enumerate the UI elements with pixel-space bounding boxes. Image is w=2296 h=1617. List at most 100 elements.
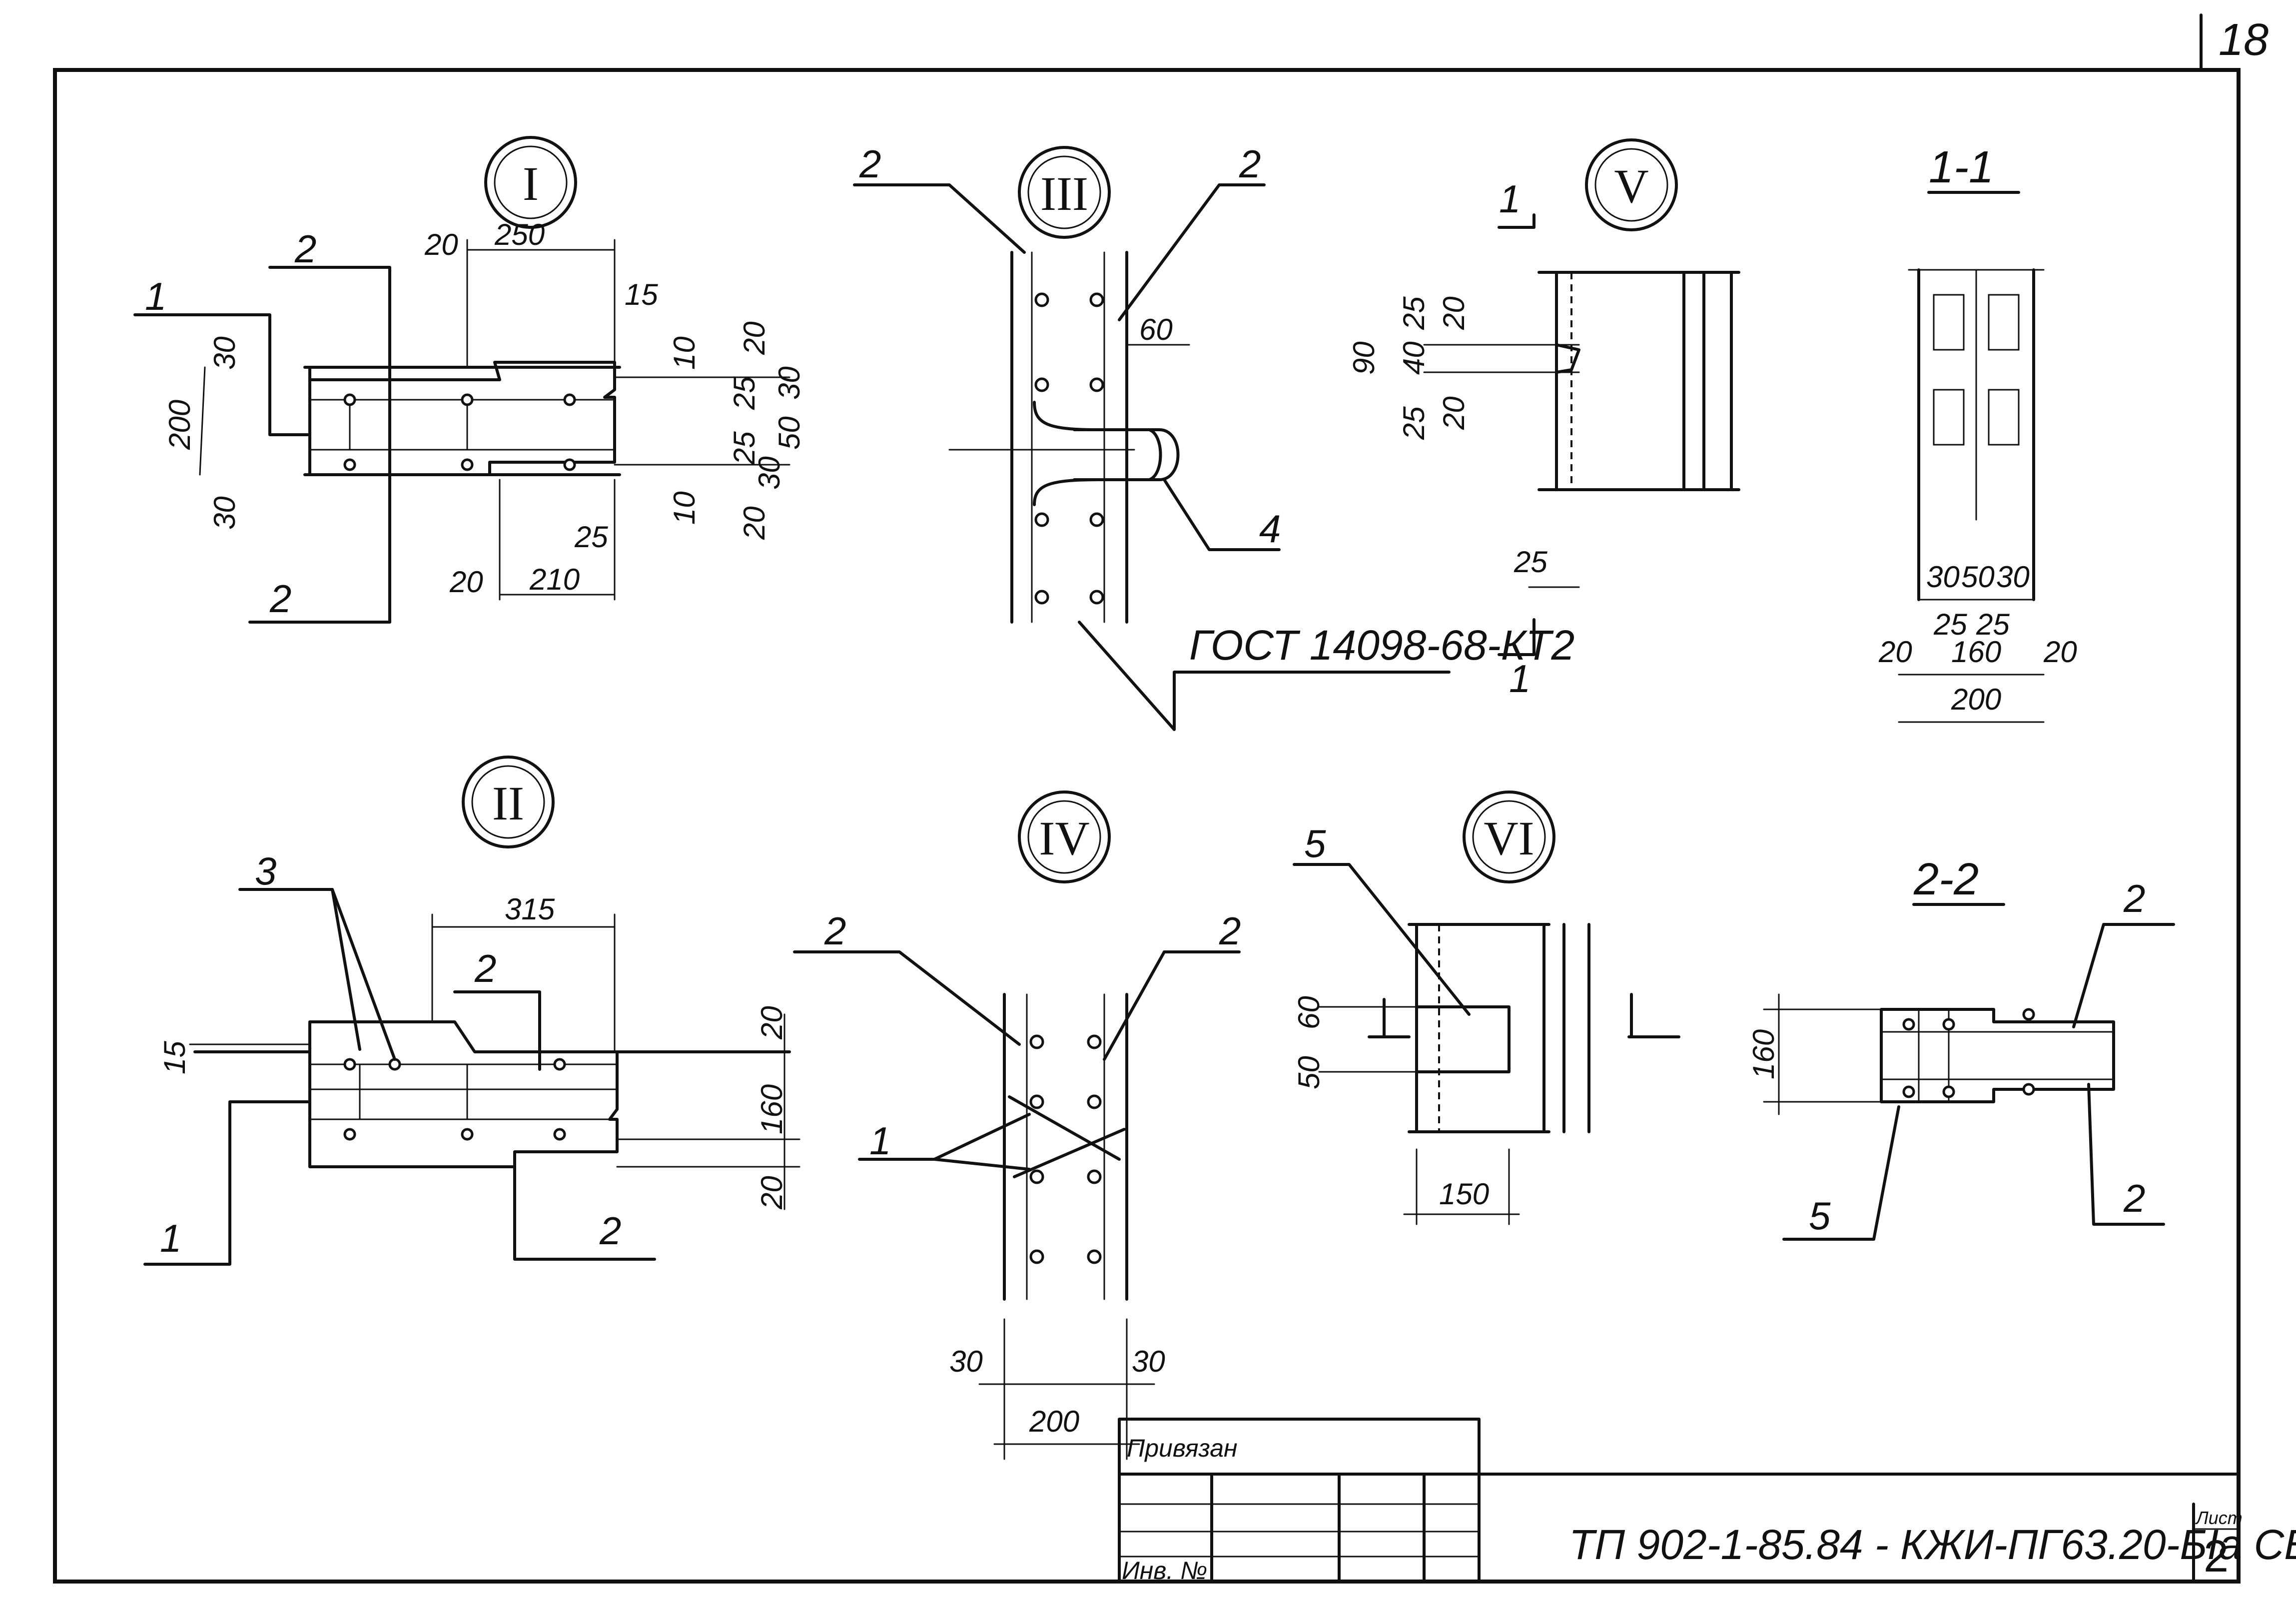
section-2-2-leader-2-top: 2	[2123, 876, 2145, 920]
detail-i-dim-25-right-a: 25	[728, 376, 761, 410]
detail-i-dim-30-right-b: 30	[753, 456, 786, 490]
detail-iv-leader-2-right: 2	[1219, 909, 1241, 953]
detail-i-dim-200: 200	[163, 400, 196, 450]
section-1-1-dim-20-right: 20	[2043, 635, 2077, 669]
detail-i-leader-2-bottom: 2	[269, 577, 291, 621]
detail-iv-marker-inner	[1027, 800, 1101, 874]
detail-i-marker-inner	[494, 145, 568, 219]
detail-ii-marker-inner	[471, 765, 545, 839]
title-block	[1118, 1418, 2240, 1583]
section-2-2-leader-2-bottom: 2	[2123, 1176, 2145, 1220]
detail-vi: VI 5 60 50 150	[1292, 791, 1680, 1225]
section-1-1-dim-20-left: 20	[1878, 635, 1912, 669]
detail-iv-dim-30-left: 30	[949, 1345, 983, 1378]
section-2-2-leader-5: 5	[1809, 1194, 1831, 1238]
detail-ii: II 3 2 1 2 315 15 20 160 20	[143, 756, 800, 1266]
detail-i-dim-20-top: 20	[424, 228, 458, 261]
detail-v-marker-circle	[1585, 138, 1678, 231]
sheet-label: Лист	[2195, 1508, 2243, 1528]
detail-vi-marker: VI	[1484, 811, 1534, 865]
section-1-1-dim-30-a: 30	[1926, 560, 1960, 594]
inventory-label: Инв. №	[1122, 1557, 1207, 1585]
detail-ii-dim-315: 315	[505, 892, 555, 926]
detail-iii: III 2 2 4 60 ГОСТ 14098-68-КТ2	[853, 142, 1574, 731]
detail-v-dim-25-top: 25	[1397, 296, 1431, 330]
detail-iv-marker-circle	[1018, 791, 1111, 883]
detail-v-dim-40: 40	[1397, 341, 1431, 375]
detail-i-marker-circle	[484, 136, 577, 229]
detail-i-dim-50: 50	[772, 416, 806, 450]
detail-v-dim-20-top: 20	[1437, 296, 1471, 330]
sheet-number: 2	[2204, 1532, 2229, 1582]
detail-v-dim-25-bottom: 25	[1397, 406, 1431, 440]
detail-i-dim-250: 250	[494, 218, 545, 251]
detail-i-dim-25-right-b: 25	[728, 431, 761, 465]
detail-i-leader-1: 1	[145, 274, 166, 318]
section-1-1-dim-200: 200	[1951, 683, 2001, 716]
detail-ii-dim-20-top: 20	[755, 1006, 788, 1040]
detail-iv-leader-2-left: 2	[824, 909, 846, 953]
detail-ii-leader-2-top: 2	[474, 946, 496, 990]
project-code: ТП 902-1-85.84 - КЖИ-ПГ63.20-БIа СБ	[1569, 1521, 2296, 1568]
section-1-1-title: 1-1	[1929, 142, 1994, 192]
detail-i-dim-15: 15	[625, 278, 658, 311]
detail-vi-dim-60: 60	[1292, 996, 1326, 1029]
detail-i-dim-25-bottom: 25	[574, 520, 608, 554]
detail-i-dim-20-bottom: 20	[449, 565, 483, 599]
section-1-1-dim-160: 160	[1951, 635, 2001, 669]
section-2-2-title: 2-2	[1913, 854, 1979, 904]
detail-v: V 1 1 25 20 90 40 25 20 25	[1347, 138, 1740, 701]
detail-iv: IV 2 2 1 30 30 200	[793, 791, 1241, 1460]
detail-iii-marker: III	[1040, 167, 1088, 220]
detail-iv-dim-30-right: 30	[1132, 1345, 1165, 1378]
detail-i-dim-20-right-bottom: 20	[738, 506, 771, 540]
detail-i-dim-30-left-bottom: 30	[208, 496, 241, 530]
detail-i-dim-30-left-top: 30	[208, 336, 241, 370]
detail-i-dim-210: 210	[529, 563, 580, 596]
detail-ii-marker-circle	[462, 756, 555, 848]
detail-i-dim-30-right-a: 30	[772, 366, 806, 400]
detail-v-cut-mark-bottom: 1	[1509, 657, 1531, 701]
detail-i: I 1 2 2 20 250 15 30 200 30 10	[133, 136, 806, 624]
detail-vi-marker-inner	[1472, 800, 1546, 874]
detail-i-marker: I	[523, 157, 539, 210]
detail-iii-dim-60: 60	[1139, 313, 1173, 346]
detail-ii-dim-160: 160	[755, 1084, 788, 1134]
detail-vi-marker-circle	[1463, 791, 1555, 883]
detail-iv-dim-200: 200	[1029, 1405, 1079, 1438]
detail-v-marker-inner	[1594, 148, 1668, 222]
detail-ii-dim-15: 15	[158, 1041, 191, 1074]
stamp-label: Привязан	[1127, 1434, 1238, 1462]
section-2-2: 2-2 2 2 5 160	[1747, 854, 2175, 1241]
section-1-1: 1-1 30 50 30 25 25 20 160 20 200	[1878, 142, 2077, 723]
detail-iii-leader-2-left: 2	[859, 142, 881, 186]
detail-vi-dim-150: 150	[1439, 1177, 1489, 1211]
section-1-1-dim-25-b: 25	[1976, 608, 2010, 641]
detail-ii-marker: II	[492, 777, 524, 830]
detail-i-dim-20-right-top: 20	[738, 321, 771, 355]
detail-ii-leader-2-bottom: 2	[599, 1209, 621, 1253]
detail-i-dim-10-top: 10	[668, 336, 701, 370]
detail-iii-marker-circle	[1018, 146, 1111, 239]
detail-vi-dim-50: 50	[1292, 1056, 1326, 1089]
section-1-1-dim-50: 50	[1961, 560, 1995, 594]
detail-v-dim-20-bottom: 20	[1437, 396, 1471, 430]
detail-ii-dim-20-bottom: 20	[755, 1176, 788, 1210]
section-2-2-dim-160: 160	[1747, 1029, 1780, 1079]
section-1-1-dim-30-b: 30	[1996, 560, 2030, 594]
detail-iii-marker-inner	[1027, 155, 1101, 229]
detail-i-leader-2-top: 2	[294, 227, 316, 271]
detail-iii-leader-2-right: 2	[1239, 142, 1261, 186]
detail-iii-leader-4: 4	[1259, 507, 1281, 551]
detail-vi-leader-5: 5	[1304, 821, 1326, 865]
sheet-corner-number: 18	[2219, 15, 2269, 65]
detail-iv-marker: IV	[1039, 811, 1089, 865]
detail-v-cut-mark-top: 1	[1499, 177, 1521, 221]
detail-v-marker: V	[1614, 159, 1648, 213]
detail-ii-leader-3: 3	[255, 849, 276, 893]
section-1-1-dim-25-a: 25	[1933, 608, 1967, 641]
detail-v-dim-25-base: 25	[1514, 545, 1547, 579]
detail-iii-note: ГОСТ 14098-68-КТ2	[1189, 622, 1574, 669]
detail-ii-leader-1: 1	[160, 1216, 181, 1260]
detail-i-dim-10-bottom: 10	[668, 491, 701, 525]
